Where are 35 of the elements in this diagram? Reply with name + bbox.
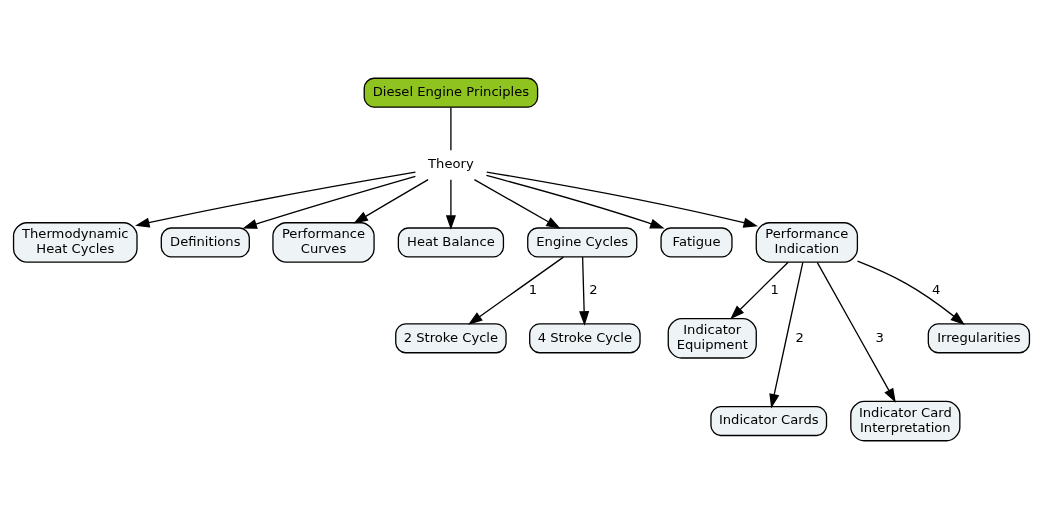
edge-label: 3 — [875, 329, 884, 345]
arrow — [485, 174, 665, 229]
arrow — [769, 261, 804, 408]
arrow — [353, 178, 429, 223]
edge-label: 1 — [528, 281, 538, 297]
arrow — [730, 261, 789, 319]
arrow — [445, 178, 456, 230]
node-box: Definitions — [160, 226, 250, 258]
node-text: Theory — [428, 155, 474, 171]
arrow — [135, 171, 417, 228]
arrow — [816, 261, 896, 403]
arrow — [468, 255, 565, 325]
node-box: Diesel Engine Principles — [363, 77, 539, 108]
edge-label: 4 — [932, 281, 941, 297]
arrow — [473, 178, 561, 229]
connector — [450, 106, 452, 151]
edge-label: 1 — [770, 281, 779, 297]
node-box: 2 Stroke Cycle — [395, 322, 507, 353]
node-box: Indicator Cards — [710, 405, 828, 436]
arrow — [579, 255, 590, 326]
arrow — [486, 170, 758, 228]
node-box: Performance Indication — [755, 221, 859, 263]
node-box: Irregularities — [927, 322, 1031, 353]
node-box: Thermodynamic Heat Cycles — [12, 221, 138, 263]
node-box: Heat Balance — [397, 226, 505, 258]
arrow — [242, 175, 416, 229]
edge-label: 2 — [795, 329, 804, 345]
node-box: Performance Curves — [272, 221, 375, 263]
edge-label: 2 — [589, 281, 598, 297]
node-box: Indicator Equipment — [667, 317, 757, 359]
node-box: Indicator Card Interpretation — [850, 400, 961, 441]
arrow — [856, 260, 965, 325]
node-box: Fatigue — [660, 226, 733, 258]
node-box: Engine Cycles — [527, 226, 638, 258]
node-box: 4 Stroke Cycle — [529, 322, 641, 353]
